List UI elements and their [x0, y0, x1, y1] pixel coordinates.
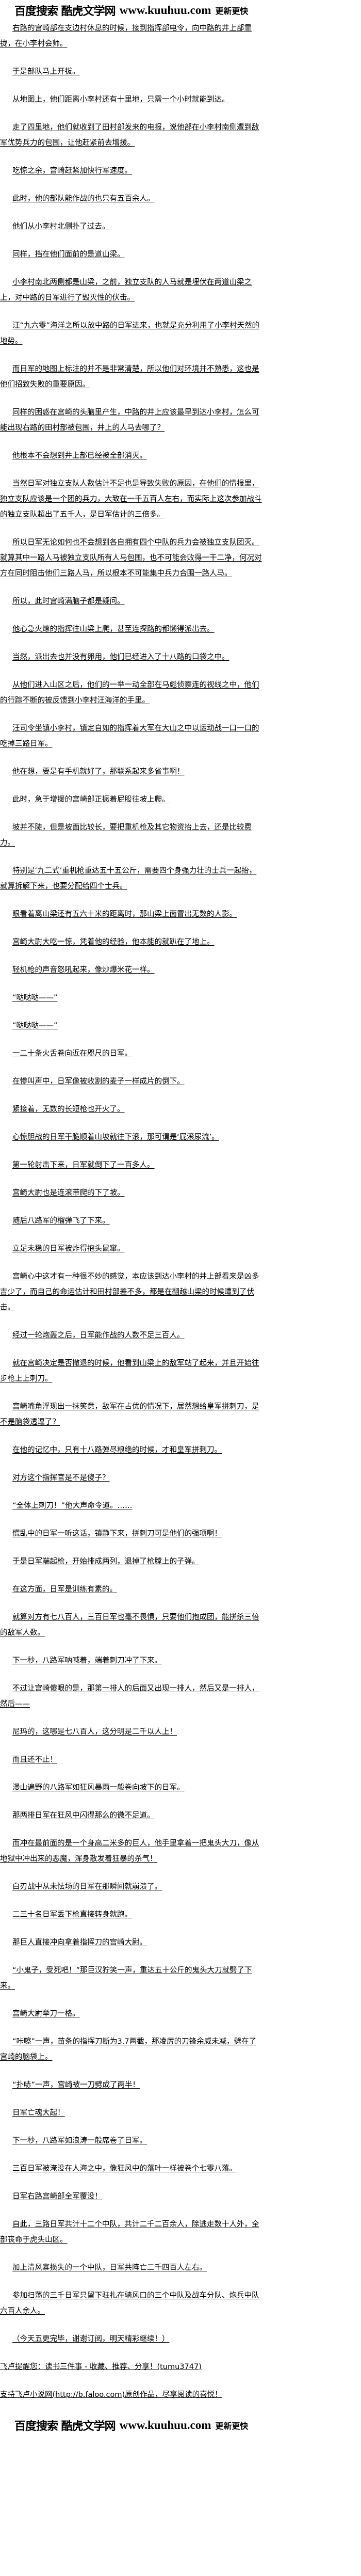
paragraph: 宫崎嘴角浮现出一抹笑意，敌军在占优的情况下，居然想给皇军拼刺刀，是不是脑袋透逗了…: [0, 1403, 259, 1426]
paragraph: 立足未稳的日军被炸得抱头鼠窜。: [12, 1245, 125, 1253]
logo-brand: 百度搜索 酷虎文学网: [14, 5, 116, 18]
paragraph: 白刃战中从未怯场的日军在那瞬间就崩溃了。: [12, 1883, 162, 1891]
paragraph: 日军亡魂大起！: [12, 2109, 65, 2117]
paragraph: 轻机枪的声音怒吼起来，像炒爆米花一样。: [12, 966, 155, 974]
paragraph: 下一秒，八路军如浪涛一般席卷了日军。: [12, 2137, 147, 2145]
chapter-content: 右路的宫崎部在支边村休息的时候，接到指挥部电令，向中路的井上部靠拢，在小李村会师…: [0, 21, 263, 2347]
logo-slogan: 更新更快: [215, 2421, 249, 2431]
footer-support-link[interactable]: 支持飞卢小说网(http://b.faloo.com)原创作品，尽享阅读的喜悦！: [0, 2391, 222, 2399]
paragraph: 对方这个指挥官是不是傻子？: [12, 1474, 110, 1482]
paragraph: 眼看着离山梁还有五六十米的距离时，那山梁上面冒出无数的人影。: [12, 910, 237, 918]
paragraph: 他们从小李村北侧扑了过去。: [12, 222, 110, 231]
paragraph: 他在想，要是有手机就好了，那联系起来多省事啊！: [12, 768, 185, 776]
paragraph: 随后八路军的榴弹飞了下来。: [12, 1217, 110, 1225]
paragraph: 参加扫荡的三千日军只留下驻扎在骑风口的三个中队及战车分队、炮兵中队六百人余人。: [0, 2292, 259, 2315]
paragraph: 二三十名日军丢下枪直接转身就跑。: [12, 1911, 132, 1919]
footer-notes: 飞卢提醒您：读书三件事 - 收藏、推荐、分享！(tumu3747) 支持飞卢小说…: [0, 2359, 263, 2403]
paragraph: 那两排日军在狂风中闪得那么的微不足道。: [12, 1811, 155, 1820]
paragraph: 在他的记忆中，只有十八路弹尽粮绝的时候，才和皇军拼刺刀。: [12, 1446, 222, 1454]
footer-reminder: 飞卢提醒您：读书三件事 - 收藏、推荐、分享！(tumu3747): [0, 2363, 202, 2371]
paragraph: 从地图上，他们距离小李村还有十里地，只需一个小时就能到达。: [12, 96, 229, 104]
paragraph: 当然，派出去也并没有卵用，他们已经进入了十八路的口袋之中。: [12, 653, 229, 661]
paragraph: 而日军的地图上标注的并不是非常清楚，所以他们对环境并不熟悉，这也是他们招致失败的…: [0, 365, 259, 389]
paragraph: 一二十条火舌卷向近在咫尺的日军。: [12, 1050, 132, 1058]
paragraph: 那巨人直接冲向拿着指挥刀的宫崎大尉。: [12, 1938, 147, 1947]
paragraph: 三百日军被淹没在人海之中，像狂风中的落叶一样被卷个七零八落。: [12, 2165, 237, 2173]
paragraph: 同样，挡在他们面前的是道山梁。: [12, 250, 125, 259]
paragraph: 经过一轮炮轰之后，日军能作战的人数不足三百人。: [12, 1331, 185, 1340]
paragraph: 不过让宫崎傻眼的是，那第一排人的后面又出现一排人，然后又是一排人，然后——: [0, 1684, 259, 1708]
paragraph: 此时，急于增援的宫崎部正撅着屁股往坡上爬。: [12, 796, 170, 804]
paragraph: 此时，他的部队能作战的也只有五百余人。: [12, 195, 155, 203]
paragraph: 而且还不止！: [12, 1756, 57, 1764]
paragraph: 宫崎大尉也是连滚带爬的下了坡。: [12, 1189, 125, 1197]
paragraph: 下一秒，八路军呐喊着，端着刺刀冲了下来。: [12, 1657, 162, 1665]
paragraph: 加上清风寨损失的一个中队，日军共阵亡二千四百人左右。: [12, 2264, 207, 2272]
paragraph: “咔嚓”一声，苗条的指挥刀断为3.7两截，那凌厉的刀锋余威未减，劈在了宫崎的脑袋…: [0, 2038, 257, 2061]
logo-slogan: 更新更快: [215, 6, 249, 16]
paragraph: 心惊胆战的日军干脆顺着山坡就往下滚，那可谓是‘屁滚尿流’。: [12, 1133, 219, 1141]
site-logo-footer: 百度搜索 酷虎文学网 www.kuuhuu.com 更新更快: [0, 2415, 361, 2436]
paragraph: 于是日军端起枪，开始排成两列，退掉了枪膛上的子弹。: [12, 1557, 200, 1566]
paragraph: 他心急火燎的指挥往山梁上爬，甚至连探路的都懒得派出去。: [12, 625, 215, 633]
paragraph: 于是部队马上开拔。: [12, 68, 80, 76]
paragraph: 从他们进入山区之后，他们的一举一动全部在马彪侦察连的视线之中，他们的行踪不断的被…: [0, 681, 259, 705]
paragraph: 在这方面，日军是训练有素的。: [12, 1585, 117, 1594]
paragraph: 宫崎大尉举刀一格。: [12, 2010, 80, 2018]
paragraph: 同样的困惑在宫崎的头脑里产生，中路的井上应该最早到达小李村，怎么可能出现右路的田…: [0, 408, 259, 432]
paragraph: “哒哒哒——”: [12, 1022, 58, 1030]
paragraph: 尼玛的，这哪是七八百人，这分明是二千以人上！: [12, 1728, 177, 1736]
logo-url: www.kuuhuu.com: [119, 2419, 211, 2431]
paragraph: 日军右路宫崎部全军覆没！: [12, 2192, 102, 2201]
paragraph: 漫山遍野的八路军如狂风暴雨一般卷向坡下的日军。: [12, 1784, 185, 1792]
paragraph: 右路的宫崎部在支边村休息的时候，接到指挥部电令，向中路的井上部靠拢，在小李村会师…: [0, 24, 252, 48]
paragraph: 慌乱中的日军一听这话，镇静下来，拼刺刀可是他们的强项啊！: [12, 1530, 222, 1538]
paragraph: 走了四里地，他们就收到了田村部发来的电报，说他部在小李村南侧遭到敌军优势兵力的包…: [0, 123, 259, 147]
paragraph: （今天五更完毕，谢谢订阅，明天精彩继续！）: [12, 2335, 170, 2343]
paragraph: 汪“九六零”海洋之所以放中路的日军进来，也就是充分利用了小李村天然的地势。: [0, 322, 260, 345]
paragraph: 第一轮射击下来，日军就倒下了一百多人。: [12, 1161, 155, 1169]
paragraph: 汪司令坐镇小李村，镇定自如的指挥着大军在大山之中以运动战一口一口的吃掉三路日军。: [0, 724, 259, 748]
paragraph: 宫崎大尉大吃一惊，凭着他的经验，他本能的就趴在了地上。: [12, 938, 215, 946]
paragraph: 所以，此时宫崎满脑子都是疑问。: [12, 597, 125, 606]
paragraph: “哒哒哒——”: [12, 994, 58, 1002]
site-logo-header: 百度搜索 酷虎文学网 www.kuuhuu.com 更新更快: [0, 0, 361, 21]
paragraph: “全体上刺刀！”他大声命令道。……: [12, 1502, 133, 1510]
paragraph: 就在宫崎决定是否撤退的时候，他看到山梁上的敌军站了起来，并且开始往步枪上上刺刀。: [0, 1359, 259, 1383]
paragraph: 而冲在最前面的是一个身高二米多的巨人，他手里拿着一把鬼头大刀，像从地狱中冲出来的…: [0, 1839, 259, 1863]
paragraph: 小李村南北两侧都是山梁，之前，独立支队的人马就是埋伏在两道山梁之上，对中路的日军…: [0, 278, 252, 302]
paragraph: 当然日军对独立支队人数估计不足也是导致失败的原因，在他们的情报里，独立支队应该是…: [0, 480, 262, 519]
paragraph: 宫崎心中这才有一种很不妙的感觉，本应该到达小李村的井上部看来是凶多吉少了，而自己…: [0, 1273, 259, 1312]
paragraph: 特别是‘九二式’重机枪重达五十五公斤，需要四个身强力壮的士兵一起抬，就算拆解下来…: [0, 867, 257, 891]
paragraph: “小鬼子，受死吧！”那巨汉狞笑一声，重达五十公斤的鬼头大刀就劈了下来。: [0, 1966, 252, 1990]
paragraph: 他根本不会想到井上部已经被全部消灭。: [12, 452, 147, 460]
paragraph: 紧接着，无数的长短枪也开火了。: [12, 1105, 125, 1114]
paragraph: 坡并不陡，但是坡面比较长，要把重机枪及其它物资抬上去，还是比较费力。: [0, 823, 252, 847]
logo-brand: 百度搜索 酷虎文学网: [14, 2420, 116, 2433]
paragraph: “扑哧”一声，宫崎被一刀劈成了两半！: [12, 2081, 140, 2089]
paragraph: 就算对方有七八百人，三百日军也毫不畏惧，只要他们抱成团，能拼杀三倍的敌军人数。: [0, 1613, 259, 1637]
paragraph: 吃惊之余，宫崎赶紧加快行军速度。: [12, 167, 132, 175]
logo-url: www.kuuhuu.com: [119, 4, 211, 17]
paragraph: 自此，三路日军共计十二个中队，共计二千二百余人，除逃走数十人外，全部丧命于虎头山…: [0, 2220, 259, 2244]
paragraph: 所以日军无论如何也不会想到各自拥有四个中队的兵力会被独立支队团灭。就算其中一路人…: [0, 538, 262, 578]
paragraph: 在惨叫声中，日军像被收割的麦子一样成片的倒下。: [12, 1077, 185, 1086]
